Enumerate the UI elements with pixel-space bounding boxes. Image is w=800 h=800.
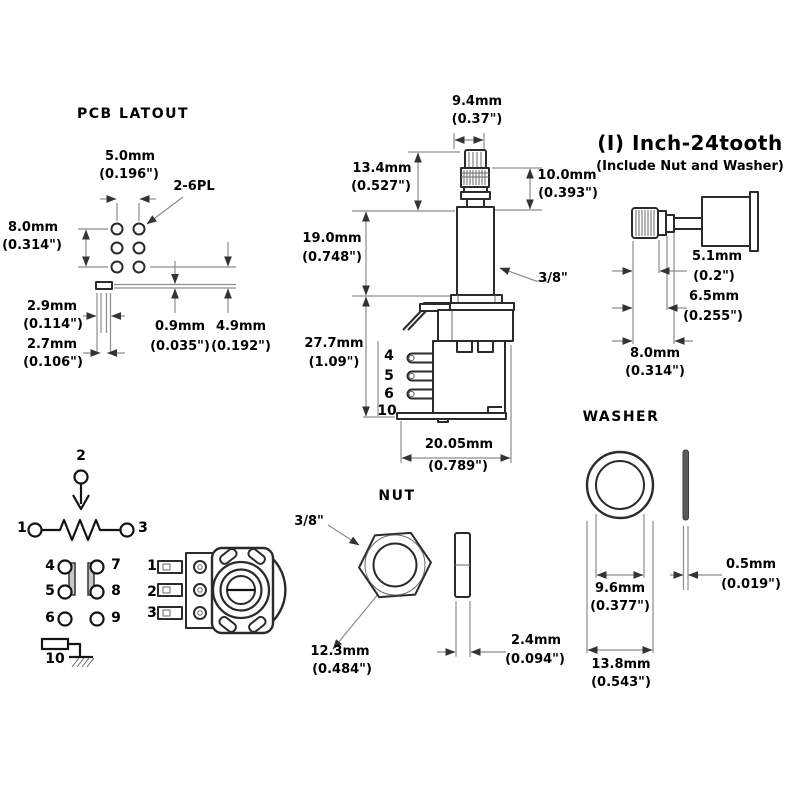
nut-drawing <box>327 524 506 657</box>
pcb-holes-note: 2-6PL <box>173 179 215 194</box>
main-pot-drawing <box>352 133 547 463</box>
dim-washer-thick-mm: 0.5mm <box>725 557 777 572</box>
dim-washer-od-in: (0.543") <box>591 675 651 690</box>
dim-body-w-in: (0.789") <box>428 459 488 474</box>
dim-shaft-dia-in: (0.37") <box>451 112 503 127</box>
dim-pcb-pad-w-mm: 2.9mm <box>26 299 78 314</box>
switch-pin-9: 9 <box>111 610 121 626</box>
dim-pcb-pad-w-in: (0.114") <box>23 317 83 332</box>
dim-knurl-len-in: (0.393") <box>538 186 598 201</box>
dim-inch-d2-mm: 6.5mm <box>688 289 740 304</box>
dim-bushing-len-in: (0.748") <box>302 250 362 265</box>
switch-pin-7: 7 <box>111 557 121 573</box>
dim-pcb-hole-w-mm: 2.7mm <box>26 337 78 352</box>
dim-washer-id-mm: 9.6mm <box>594 581 646 596</box>
schematic-terminal-1: 1 <box>17 520 27 536</box>
dim-pcb-pad-t-in: (0.035") <box>150 339 210 354</box>
dim-pcb-pitch-h-in: (0.196") <box>99 167 159 182</box>
pot-thread-label: 3/8" <box>538 271 568 286</box>
dim-inch-d3-in: (0.314") <box>625 364 685 379</box>
dim-body-h-in: (1.09") <box>308 355 360 370</box>
dim-shaft-len-in: (0.527") <box>351 179 411 194</box>
topview-pin-1: 1 <box>147 558 157 574</box>
pcb-layout-title: PCB LATOUT <box>76 106 190 122</box>
switch-pin-10: 10 <box>45 651 65 667</box>
nut-title: NUT <box>378 488 416 504</box>
dim-knurl-len-mm: 10.0mm <box>537 168 597 183</box>
dim-inch-d1-mm: 5.1mm <box>691 249 743 264</box>
dim-pcb-pad-d-mm: 4.9mm <box>215 319 267 334</box>
inch-model-subtitle: (Include Nut and Washer) <box>596 159 784 174</box>
dim-washer-od-mm: 13.8mm <box>591 657 651 672</box>
schematic-drawing <box>27 469 135 668</box>
switch-pin-4: 4 <box>45 558 55 574</box>
dim-body-w-mm: 20.05mm <box>424 437 494 452</box>
pot-top-view-drawing <box>157 546 287 635</box>
switch-pin-6: 6 <box>45 610 55 626</box>
dim-body-h-mm: 27.7mm <box>304 336 364 351</box>
topview-pin-3: 3 <box>147 605 157 621</box>
dim-nut-width-mm: 12.3mm <box>310 644 370 659</box>
dim-pcb-pad-d-in: (0.192") <box>211 339 271 354</box>
switch-pin-5: 5 <box>45 583 55 599</box>
dim-pcb-pitch-v-in: (0.314") <box>2 238 62 253</box>
dim-bushing-len-mm: 19.0mm <box>302 231 362 246</box>
dim-pcb-pad-t-mm: 0.9mm <box>154 319 206 334</box>
pot-pin-4: 4 <box>384 348 394 364</box>
dim-inch-d2-in: (0.255") <box>683 309 743 324</box>
schematic-terminal-2: 2 <box>76 448 86 464</box>
washer-title: WASHER <box>582 409 660 425</box>
dim-nut-thick-mm: 2.4mm <box>510 633 562 648</box>
schematic-terminal-3: 3 <box>138 520 148 536</box>
dim-nut-width-in: (0.484") <box>312 662 372 677</box>
dim-washer-thick-in: (0.019") <box>721 577 781 592</box>
dim-pcb-pitch-v-mm: 8.0mm <box>7 220 59 235</box>
switch-pin-8: 8 <box>111 583 121 599</box>
pot-pin-5: 5 <box>384 368 394 384</box>
dim-shaft-len-mm: 13.4mm <box>352 161 412 176</box>
pot-pin-10: 10 <box>377 403 397 419</box>
dim-washer-id-in: (0.377") <box>590 599 650 614</box>
dim-shaft-dia-mm: 9.4mm <box>451 94 503 109</box>
nut-thread-label: 3/8" <box>294 514 324 529</box>
dim-pcb-hole-w-in: (0.106") <box>23 355 83 370</box>
washer-drawing <box>585 449 722 654</box>
dim-pcb-pitch-h-mm: 5.0mm <box>104 149 156 164</box>
pot-pin-6: 6 <box>384 386 394 402</box>
inch-pot-drawing <box>612 191 759 345</box>
dim-nut-thick-in: (0.094") <box>505 652 565 667</box>
dim-inch-d1-in: (0.2") <box>693 269 735 284</box>
topview-pin-2: 2 <box>147 584 157 600</box>
inch-model-title: (I) Inch-24tooth <box>597 131 783 155</box>
dim-inch-d3-mm: 8.0mm <box>629 346 681 361</box>
pcb-layout-drawing <box>78 195 236 357</box>
